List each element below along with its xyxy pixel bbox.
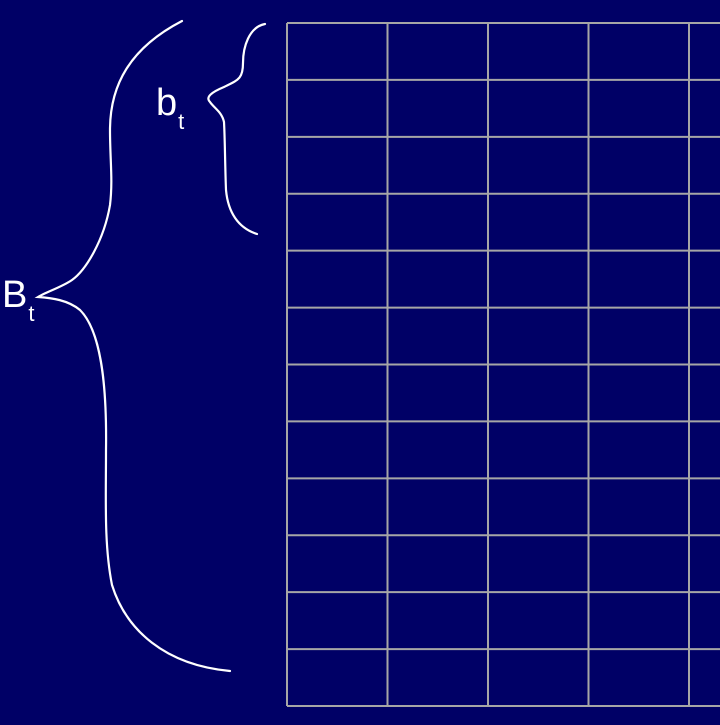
label-Bt-main: B <box>2 274 28 316</box>
label-bt: bt <box>156 82 184 133</box>
inner-brace <box>207 22 267 236</box>
outer-brace <box>34 19 232 673</box>
label-Bt-subscript: t <box>28 301 35 326</box>
label-bt-subscript: t <box>178 109 185 134</box>
label-bt-main: b <box>156 82 178 124</box>
grid <box>286 22 720 707</box>
label-Bt: Bt <box>2 274 34 325</box>
